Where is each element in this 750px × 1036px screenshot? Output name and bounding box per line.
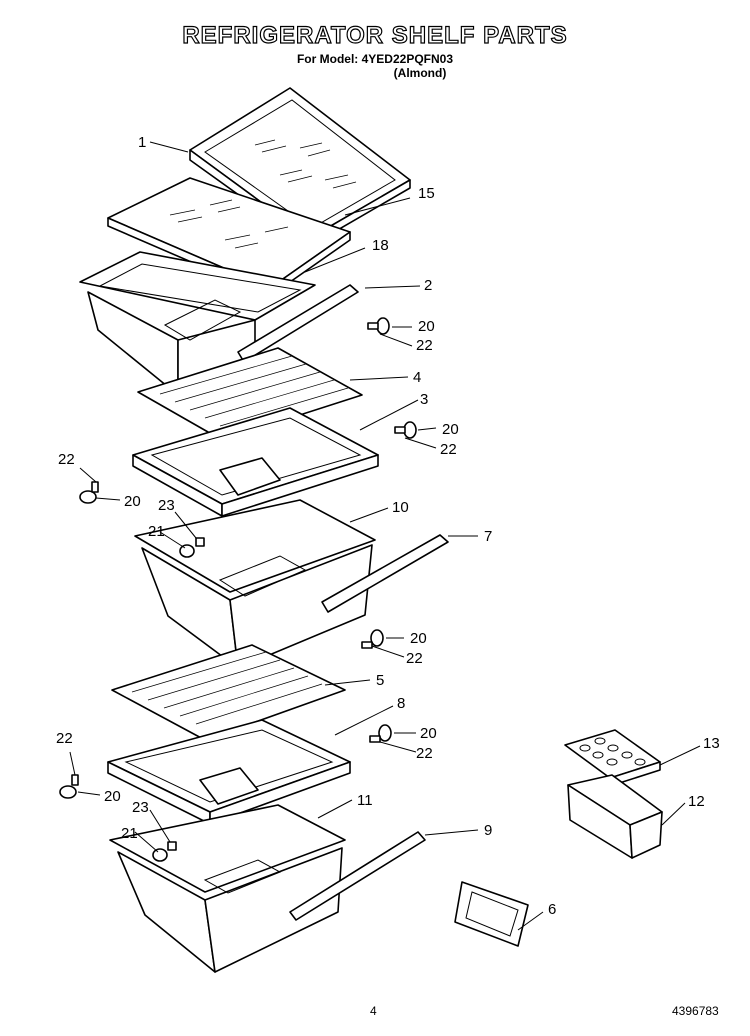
callout-20e: 20 xyxy=(420,725,437,742)
glass-hatching-1 xyxy=(254,139,357,189)
callout-22c: 22 xyxy=(58,451,75,468)
callout-6: 6 xyxy=(548,901,556,918)
callout-2: 2 xyxy=(424,277,432,294)
callout-23a: 23 xyxy=(158,497,175,514)
callout-22e: 22 xyxy=(416,745,433,762)
part-12-egg-bin xyxy=(567,774,663,859)
callout-13: 13 xyxy=(703,735,720,752)
callout-22d: 22 xyxy=(406,650,423,667)
part-5-grid-cover xyxy=(111,644,346,741)
callout-15: 15 xyxy=(418,185,435,202)
callout-12: 12 xyxy=(688,793,705,810)
callout-20b: 20 xyxy=(442,421,459,438)
part-8-frame xyxy=(107,719,351,825)
part-6-bracket xyxy=(454,881,529,947)
callout-23b: 23 xyxy=(132,799,149,816)
callout-21b: 21 xyxy=(121,825,138,842)
callout-5: 5 xyxy=(376,672,384,689)
callout-11: 11 xyxy=(357,792,373,809)
callout-18: 18 xyxy=(372,237,389,254)
part-7-drawer-rail xyxy=(321,534,449,613)
callout-4: 4 xyxy=(413,369,421,386)
callout-1: 1 xyxy=(138,134,146,151)
page-title: REFRIGERATOR SHELF PARTS xyxy=(182,21,568,49)
part-3-frame xyxy=(132,407,379,517)
callout-labels: 1 15 18 2 20 22 4 3 20 22 22 20 23 21 10… xyxy=(56,134,720,918)
document-number: 4396783 xyxy=(672,1004,719,1018)
glass-hatching-15 xyxy=(169,199,289,249)
callout-9: 9 xyxy=(484,822,492,839)
part-11-crisper-drawer xyxy=(109,804,346,973)
callout-20c: 20 xyxy=(124,493,141,510)
part-4-grid-cover xyxy=(137,347,363,441)
callout-8: 8 xyxy=(397,695,405,712)
callout-20a: 20 xyxy=(418,318,435,335)
page-number: 4 xyxy=(370,1004,377,1018)
callout-22f: 22 xyxy=(56,730,73,747)
callout-21a: 21 xyxy=(148,523,165,540)
callout-7: 7 xyxy=(484,528,492,545)
part-10-crisper-drawer xyxy=(134,499,376,669)
hardware-fasteners xyxy=(59,317,417,862)
leader-lines xyxy=(69,141,701,931)
part-9-drawer-rail xyxy=(289,831,426,921)
callout-22b: 22 xyxy=(440,441,457,458)
callout-10: 10 xyxy=(392,499,409,516)
callout-22a: 22 xyxy=(416,337,433,354)
model-line: For Model: 4YED22PQFN03 xyxy=(296,52,454,66)
callout-20f: 20 xyxy=(104,788,121,805)
color-line: (Almond) xyxy=(393,66,447,80)
callout-3: 3 xyxy=(420,391,428,408)
callout-20d: 20 xyxy=(410,630,427,647)
